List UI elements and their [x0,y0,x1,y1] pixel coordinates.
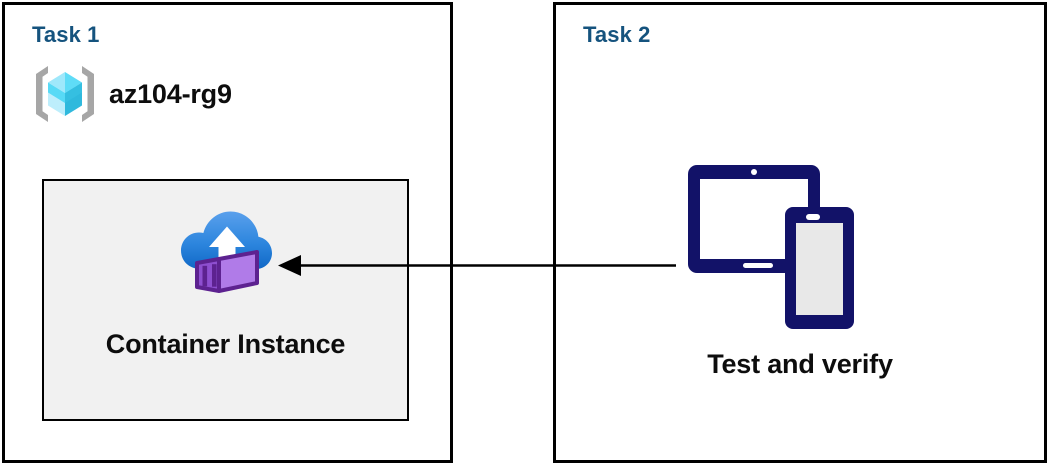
panel-task-1: Task 1 [2,2,453,463]
panel-title-task-2: Task 2 [583,22,651,47]
test-and-verify-label: Test and verify [707,349,893,379]
azure-resource-group-icon [33,63,97,125]
resource-group-label: az104-rg9 [109,78,232,109]
container-instance-card: Container Instance [42,179,409,421]
resource-group-row: az104-rg9 [33,63,232,125]
panel-title-task-1: Task 1 [32,22,100,47]
container-instance-label: Container Instance [105,329,346,359]
